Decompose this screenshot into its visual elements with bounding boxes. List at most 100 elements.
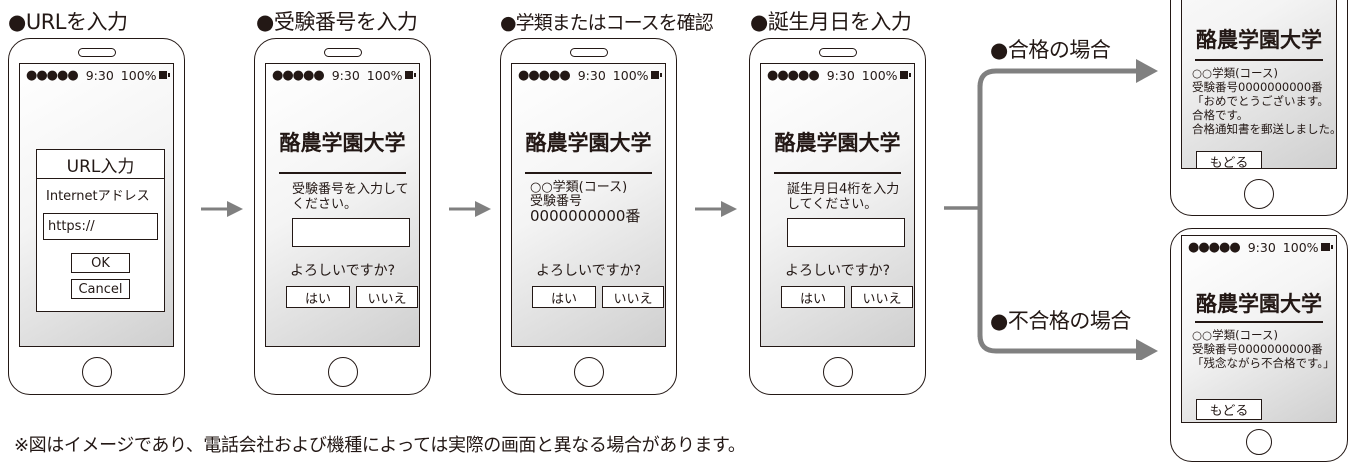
no-button[interactable]: いいえ	[356, 286, 418, 308]
fail-message: 「残念ながら不合格です。」	[1192, 356, 1335, 370]
battery-icon	[1320, 243, 1334, 251]
home-button[interactable]	[327, 357, 358, 387]
course-name: ○○学類(コース)	[530, 180, 628, 195]
phone-speaker	[77, 48, 116, 57]
fail-case-label: ●不合格の場合	[990, 309, 1131, 333]
exam-number: 受験番号0000000000番	[1192, 342, 1323, 356]
pass-message-line3: 合格通知書を郵送しました。」	[1192, 122, 1337, 136]
phone-fail-result: ●●●●● 9:30 100% 酪農学園大学 ○○学類(コース) 受験番号000…	[1170, 228, 1348, 462]
status-battery-percent: 100%	[1282, 239, 1319, 255]
no-button[interactable]: いいえ	[851, 286, 913, 308]
phone-pass-result: 酪農学園大学 ○○学類(コース) 受験番号0000000000番 「おめでとうご…	[1170, 0, 1348, 216]
back-button[interactable]: もどる	[1196, 399, 1262, 420]
arrow-icon	[449, 201, 491, 217]
phone-speaker	[818, 48, 857, 57]
home-button[interactable]	[573, 357, 604, 387]
phone-url-input: ●●●●● 9:30 100% URL入力 Internetアドレス https…	[8, 38, 185, 395]
phone-screen: ●●●●● 9:30 100% URL入力 Internetアドレス https…	[19, 63, 174, 347]
url-dialog-title: URL入力	[36, 149, 165, 179]
status-bar: ●●●●● 9:30 100%	[1188, 239, 1334, 255]
home-button[interactable]	[1244, 179, 1274, 209]
exam-number-label: 受験番号	[530, 194, 583, 209]
prompt-line2: ください。	[292, 197, 358, 212]
home-button[interactable]	[81, 357, 112, 387]
confirm-question: よろしいですか?	[784, 263, 890, 279]
status-time: 9:30	[85, 67, 114, 83]
step-label-birthday: ●誕生月日を入力	[750, 10, 912, 34]
university-name: 酪農学園大学	[279, 131, 406, 155]
cancel-button[interactable]: Cancel	[71, 279, 130, 299]
signal-icon: ●●●●●	[26, 67, 79, 83]
confirm-question: よろしいですか?	[289, 263, 395, 279]
course-name: ○○学類(コース)	[1192, 66, 1278, 80]
status-time: 9:30	[577, 67, 606, 83]
back-button[interactable]: もどる	[1196, 151, 1262, 168]
status-bar: ●●●●● 9:30 100%	[767, 67, 912, 83]
url-input[interactable]: https://	[43, 213, 158, 240]
step-label-url: ●URLを入力	[8, 10, 128, 34]
divider	[1195, 59, 1323, 61]
divider	[525, 172, 652, 174]
divider	[1195, 321, 1323, 323]
birthday-input[interactable]	[787, 218, 905, 247]
status-time: 9:30	[331, 67, 360, 83]
status-bar: ●●●●● 9:30 100%	[518, 67, 663, 83]
phone-screen: ●●●●● 9:30 100% 酪農学園大学 誕生月日4桁を入力 してください。…	[760, 63, 915, 347]
divider	[774, 172, 901, 174]
prompt-line1: 誕生月日4桁を入力	[787, 182, 900, 197]
signal-icon: ●●●●●	[1188, 239, 1241, 255]
signal-icon: ●●●●●	[767, 67, 820, 83]
confirm-question: よろしいですか?	[535, 263, 641, 279]
arrow-icon	[201, 201, 243, 217]
divider	[279, 172, 406, 174]
yes-button[interactable]: はい	[286, 286, 350, 308]
status-bar: ●●●●● 9:30 100%	[272, 67, 417, 83]
phone-confirm-course: ●●●●● 9:30 100% 酪農学園大学 ○○学類(コース) 受験番号 00…	[500, 38, 677, 395]
prompt-line2: してください。	[787, 197, 878, 212]
phone-speaker	[323, 48, 362, 57]
step-label-confirm-course: ●学類またはコースを確認	[500, 12, 714, 34]
status-battery-percent: 100%	[120, 67, 157, 83]
course-name: ○○学類(コース)	[1192, 328, 1278, 342]
phone-screen: ●●●●● 9:30 100% 酪農学園大学 受験番号を入力して ください。 よ…	[265, 63, 420, 347]
step-label-exam-number: ●受験番号を入力	[256, 10, 418, 34]
pass-message-line1: 「おめでとうございます。	[1192, 94, 1329, 108]
status-bar: ●●●●● 9:30 100%	[26, 67, 171, 83]
branch-arrow	[944, 59, 1158, 360]
status-time: 9:30	[1247, 239, 1276, 255]
yes-button[interactable]: はい	[532, 286, 596, 308]
phone-exam-number: ●●●●● 9:30 100% 酪農学園大学 受験番号を入力して ください。 よ…	[254, 38, 431, 395]
phone-screen: 酪農学園大学 ○○学類(コース) 受験番号0000000000番 「おめでとうご…	[1181, 0, 1337, 169]
exam-number-value: 0000000000番	[530, 207, 641, 225]
university-name: 酪農学園大学	[774, 131, 901, 155]
pass-message-line2: 合格です。	[1192, 108, 1249, 122]
status-time: 9:30	[826, 67, 855, 83]
no-button[interactable]: いいえ	[602, 286, 664, 308]
signal-icon: ●●●●●	[518, 67, 571, 83]
ok-button[interactable]: OK	[71, 253, 130, 273]
home-button[interactable]	[822, 357, 853, 387]
footnote: ※図はイメージであり、電話会社および機種によっては実際の画面と異なる場合がありま…	[14, 435, 746, 456]
battery-icon	[158, 71, 171, 79]
university-name: 酪農学園大学	[525, 131, 652, 155]
yes-button[interactable]: はい	[781, 286, 845, 308]
address-label: Internetアドレス	[46, 189, 150, 204]
university-name: 酪農学園大学	[1196, 292, 1322, 316]
phone-screen: ●●●●● 9:30 100% 酪農学園大学 ○○学類(コース) 受験番号000…	[1181, 235, 1337, 423]
battery-icon	[650, 71, 663, 79]
prompt-line1: 受験番号を入力して	[292, 182, 409, 197]
pass-case-label: ●合格の場合	[990, 38, 1111, 62]
status-battery-percent: 100%	[861, 67, 898, 83]
exam-number: 受験番号0000000000番	[1192, 80, 1323, 94]
phone-screen: ●●●●● 9:30 100% 酪農学園大学 ○○学類(コース) 受験番号 00…	[511, 63, 666, 347]
status-battery-percent: 100%	[366, 67, 403, 83]
home-button[interactable]	[1246, 429, 1272, 455]
exam-number-input[interactable]	[292, 218, 410, 247]
signal-icon: ●●●●●	[272, 67, 325, 83]
arrow-icon	[695, 201, 737, 217]
battery-icon	[404, 71, 417, 79]
battery-icon	[899, 71, 912, 79]
status-battery-percent: 100%	[612, 67, 649, 83]
url-dialog: Internetアドレス https:// OK Cancel	[36, 178, 165, 312]
university-name: 酪農学園大学	[1196, 28, 1322, 52]
